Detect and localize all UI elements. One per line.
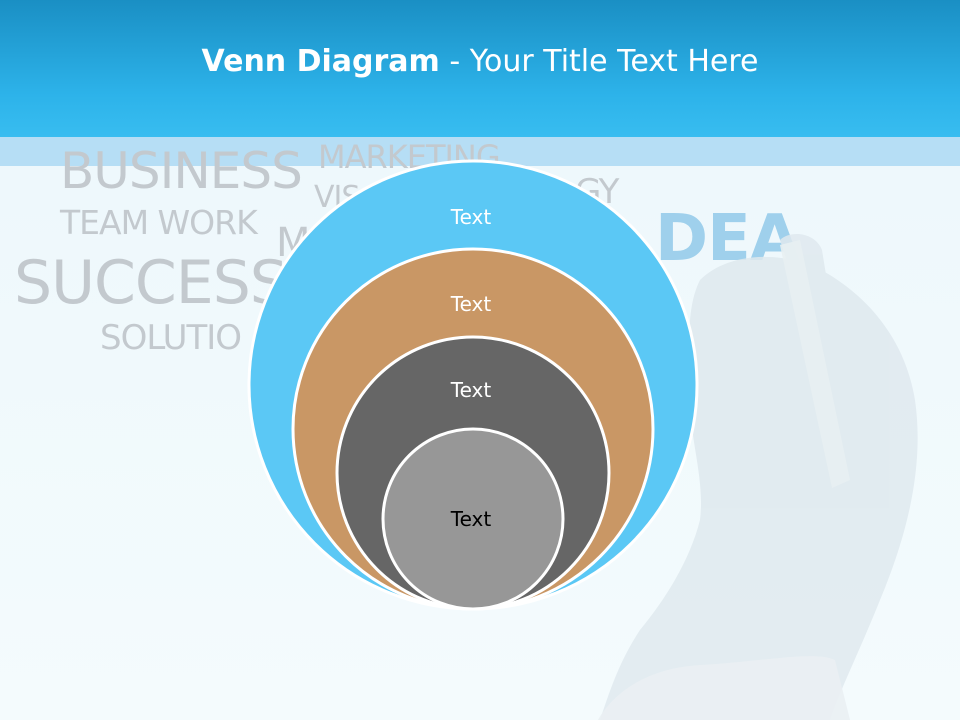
ring-inner-label: Text: [450, 507, 492, 531]
ring-inner: [381, 427, 565, 611]
slide-header: [0, 0, 960, 137]
ring-second-label: Text: [450, 292, 492, 316]
ring-outer-label: Text: [450, 205, 492, 229]
word-business: BUSINESS: [60, 142, 303, 200]
word-success: SUCCESS: [14, 248, 288, 318]
slide-title: Venn Diagram - Your Title Text Here: [0, 40, 960, 84]
title-rest: - Your Title Text Here: [439, 44, 759, 79]
word-team-work: TEAM WORK: [60, 203, 258, 242]
title-bold: Venn Diagram: [201, 44, 440, 79]
ring-third-label: Text: [450, 378, 492, 402]
word-solution: SOLUTIO: [100, 318, 242, 358]
